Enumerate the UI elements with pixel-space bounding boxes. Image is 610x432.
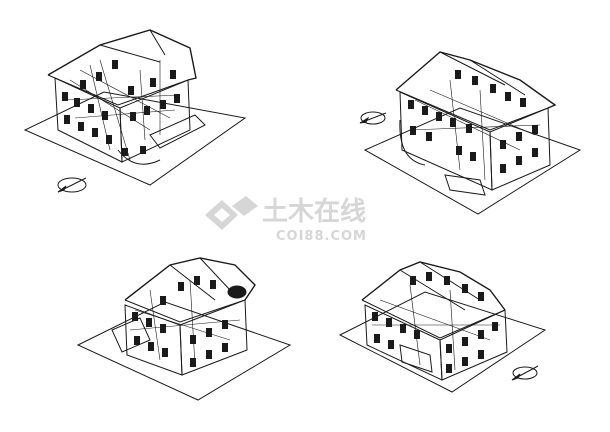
window-set: [408, 70, 538, 173]
house-roof: [361, 261, 506, 311]
window-set: [132, 276, 228, 367]
house-wall: [179, 299, 248, 376]
house-roof: [124, 257, 256, 301]
view-top-right: [359, 51, 582, 215]
house-wall: [489, 107, 551, 191]
north-arrow-compass-icon: [57, 177, 87, 193]
ground-plate: [23, 91, 247, 186]
curved-bay: [117, 149, 161, 165]
watermark-logo-icon: [205, 196, 258, 230]
watermark: 土木在线 COI88.COM: [205, 196, 367, 244]
view-bottom-right: [338, 261, 547, 393]
view-bottom-left: [76, 257, 292, 401]
house-wall: [439, 309, 508, 381]
house-roof: [47, 29, 197, 81]
view-top-left: [23, 29, 247, 193]
ground-plate: [76, 301, 292, 401]
ground-plate: [363, 107, 582, 215]
house-roof: [395, 89, 549, 131]
house-roof: [124, 299, 246, 323]
watermark-title: 土木在线: [262, 197, 366, 227]
round-turret: [227, 285, 247, 299]
window-set: [372, 272, 498, 373]
house-roof: [361, 299, 506, 339]
ground-plate: [338, 291, 547, 393]
terrace: [444, 174, 486, 196]
terrace: [149, 114, 206, 149]
house-wall: [119, 79, 191, 163]
north-arrow-compass-icon: [511, 365, 539, 381]
porch: [399, 344, 433, 373]
house-roof: [47, 74, 189, 106]
curved-bay: [399, 119, 426, 166]
terrace: [111, 317, 151, 353]
window-set: [62, 60, 180, 156]
watermark-subtitle: COI88.COM: [276, 229, 367, 244]
house-roof: [395, 51, 557, 109]
north-arrow-compass-icon: [359, 111, 387, 125]
